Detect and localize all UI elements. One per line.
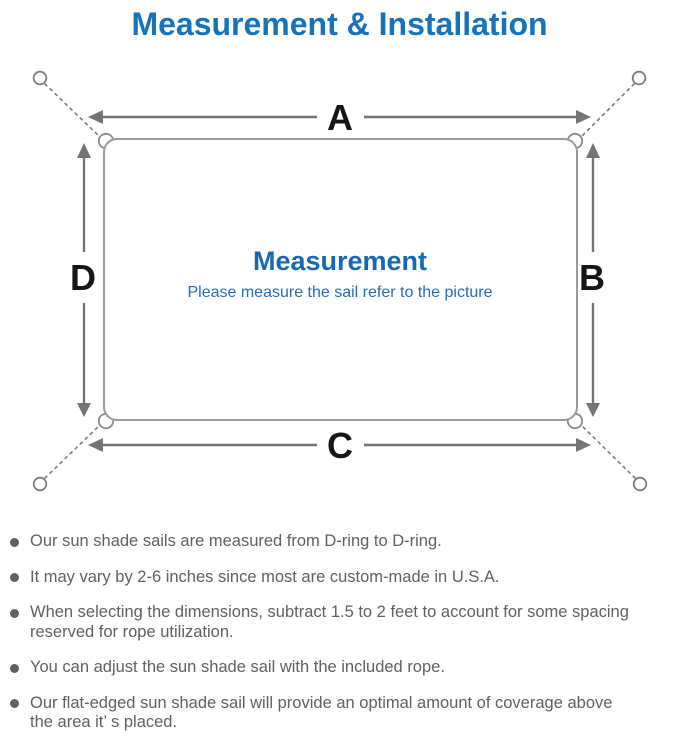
tether-line-top-right <box>579 83 635 139</box>
anchor-ring-icon <box>32 476 48 492</box>
page-title: Measurement & Installation <box>131 6 548 42</box>
note-line: the area it’ s placed. <box>30 713 178 731</box>
diagram-center-subtitle: Please measure the sail refer to the pic… <box>187 284 492 301</box>
list-item: When selecting the dimensions, subtract … <box>10 603 673 642</box>
note-line: Our flat-edged sun shade sail will provi… <box>30 693 613 712</box>
tether-line-bottom-left <box>44 423 102 479</box>
note-line: When selecting the dimensions, subtract … <box>30 603 629 621</box>
note-line: It may vary by 2-6 inches since most are… <box>30 567 500 586</box>
list-item: Our sun shade sails are measured from D-… <box>10 532 673 552</box>
note-line: reserved for rope utilization. <box>30 622 234 641</box>
list-item: It may vary by 2-6 inches since most are… <box>10 568 673 588</box>
dimension-label-d: D <box>70 257 96 298</box>
diagram-center-title: Measurement <box>253 246 427 276</box>
list-item: Our flat-edged sun shade sail will provi… <box>10 694 673 733</box>
note-text: It may vary by 2-6 inches since most are… <box>30 568 500 588</box>
dimension-label-c: C <box>327 425 353 466</box>
anchor-ring-icon <box>632 476 648 492</box>
arrow-b <box>586 143 600 417</box>
bullet-dot-icon <box>10 608 19 618</box>
tether-line-top-left <box>44 83 102 139</box>
arrow-d <box>77 143 91 417</box>
page: { "title": "Measurement & Installation",… <box>0 6 679 745</box>
dimension-label-b: B <box>579 257 605 298</box>
measurement-diagram: A B C D Measurement Please measure the s… <box>0 60 679 520</box>
arrow-c <box>88 438 591 452</box>
note-text: When selecting the dimensions, subtract … <box>30 603 629 642</box>
bullet-dot-icon <box>10 573 19 582</box>
sail-outline <box>103 138 578 421</box>
note-line: You can adjust the sun shade sail with t… <box>30 658 445 676</box>
bullet-dot-icon <box>10 537 19 547</box>
bullet-dot-icon <box>10 663 19 673</box>
note-text: You can adjust the sun shade sail with t… <box>30 658 445 678</box>
note-text: Our sun shade sails are measured from D-… <box>30 532 442 552</box>
note-line: Our sun shade sails are measured from D-… <box>30 532 442 550</box>
note-text: Our flat-edged sun shade sail will provi… <box>30 694 612 733</box>
anchor-ring-icon <box>32 70 48 86</box>
notes-list: Our sun shade sails are measured from D-… <box>0 532 679 733</box>
arrow-a <box>88 110 591 124</box>
anchor-ring-icon <box>631 70 647 86</box>
tether-line-bottom-right <box>579 423 636 479</box>
list-item: You can adjust the sun shade sail with t… <box>10 658 673 678</box>
dimension-label-a: A <box>327 97 353 138</box>
sail-diagram-svg: A B C D Measurement Please measure the s… <box>32 70 648 492</box>
bullet-dot-icon <box>10 699 19 708</box>
